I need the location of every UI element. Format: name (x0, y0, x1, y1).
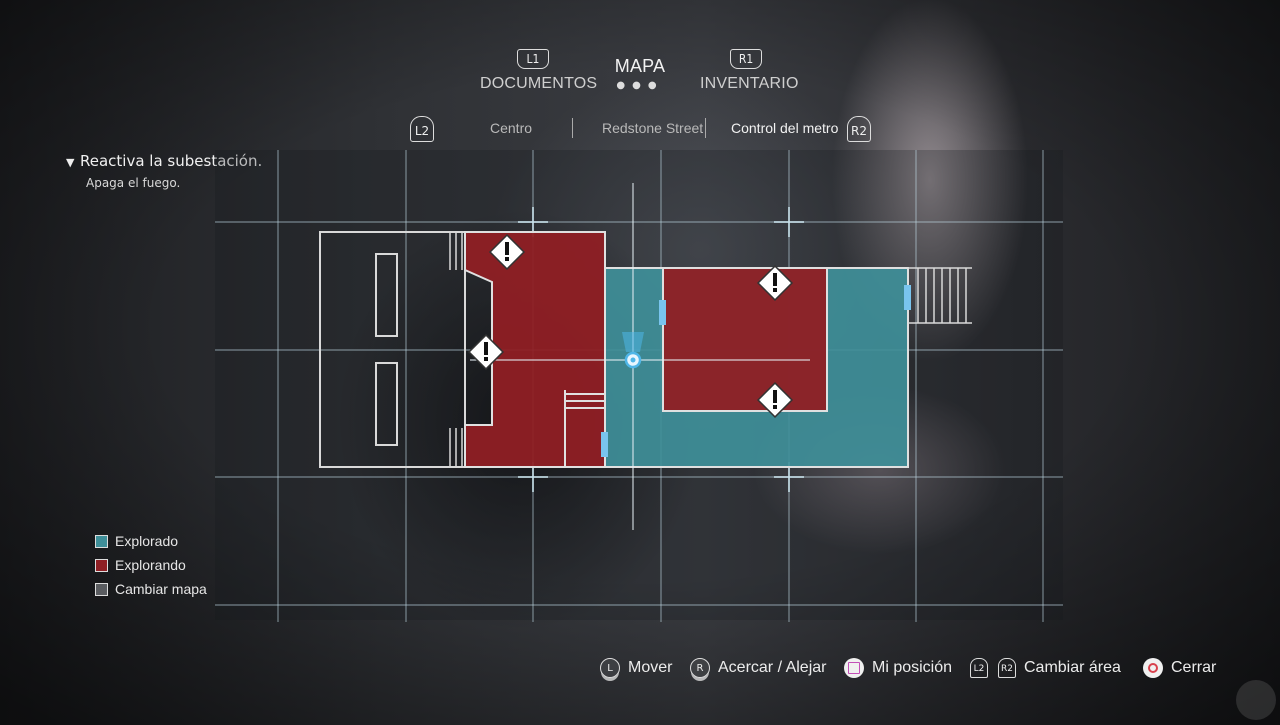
exclamation-diamond-icon[interactable] (467, 333, 505, 371)
control-hints: L Mover R Acercar / Alejar Mi posición L… (0, 656, 1280, 686)
legend-label: Explorando (115, 557, 186, 573)
legend-swatch (95, 534, 108, 548)
exclamation-diamond-icon[interactable] (488, 233, 526, 271)
legend-item: Cambiar mapa (95, 577, 207, 601)
tab-inventario-label: INVENTARIO (700, 75, 799, 92)
legend-item: Explorado (95, 529, 207, 553)
player-position-icon[interactable] (622, 332, 644, 369)
map-grid (215, 150, 1063, 622)
pillar (375, 362, 398, 446)
area-tab-control-del-metro[interactable]: Control del metro (731, 120, 839, 136)
exclamation-diamond-icon[interactable] (756, 264, 794, 302)
objective-title: Reactiva la subestación. (80, 152, 263, 170)
hint-close[interactable]: Cerrar (1143, 658, 1216, 678)
pillar (375, 253, 398, 337)
r1-button-icon: R1 (730, 49, 762, 69)
room-stairs (564, 390, 605, 467)
hint-mover[interactable]: L Mover (600, 658, 672, 678)
map-legend: Explorado Explorando Cambiar mapa (95, 529, 207, 601)
tab-mapa-label: MAPA (614, 56, 666, 76)
room-exploring-center (662, 267, 828, 412)
objective-panel: ▼ Reactiva la subestación. Apaga el fuego… (66, 152, 262, 190)
hint-zoom[interactable]: R Acercar / Alejar (690, 658, 826, 678)
legend-swatch (95, 582, 108, 596)
watermark-logo (1236, 680, 1276, 720)
legend-label: Cambiar mapa (115, 581, 207, 597)
tab-documentos[interactable]: L1 DOCUMENTOS (480, 48, 598, 93)
hint-my-position[interactable]: Mi posición (844, 658, 952, 678)
area-divider (705, 118, 706, 138)
hint-label: Cerrar (1171, 659, 1217, 676)
tab-documentos-label: DOCUMENTOS (480, 75, 598, 92)
area-divider (572, 118, 573, 138)
circle-button-icon (1143, 658, 1163, 678)
right-stick-icon: R (690, 658, 710, 678)
hint-label: Mi posición (872, 659, 953, 676)
top-navigation: L1 DOCUMENTOS MAPA ●●● R1 INVENTARIO (0, 48, 1280, 108)
stairs (449, 233, 463, 466)
objective-subtitle: Apaga el fuego. (86, 176, 181, 190)
chevron-down-icon: ▼ (66, 156, 75, 169)
r2-trigger-icon: R2 (998, 658, 1016, 678)
tab-inventario[interactable]: R1 INVENTARIO (700, 48, 799, 93)
area-tab-redstone-street[interactable]: Redstone Street (602, 120, 704, 136)
left-stick-icon: L (600, 658, 620, 678)
r2-trigger-icon[interactable]: R2 (847, 116, 871, 142)
legend-item: Explorando (95, 553, 207, 577)
legend-label: Explorado (115, 533, 179, 549)
legend-swatch (95, 558, 108, 572)
room-unexplored (319, 231, 466, 468)
area-tab-centro[interactable]: Centro (490, 120, 533, 136)
hint-label: Acercar / Alejar (718, 659, 827, 676)
tab-mapa[interactable]: MAPA ●●● (600, 54, 680, 91)
square-button-icon (844, 658, 864, 678)
area-tabs: L2 Centro Redstone Street Control del me… (0, 114, 1280, 144)
l1-button-icon: L1 (517, 49, 549, 69)
l2-trigger-icon: L2 (970, 658, 988, 678)
hint-label: Mover (628, 659, 673, 676)
hint-label: Cambiar área (1024, 659, 1121, 676)
doors (601, 285, 911, 457)
hint-change-area[interactable]: L2 R2 Cambiar área (970, 658, 1121, 678)
page-dots: ●●● (616, 80, 664, 91)
exclamation-diamond-icon[interactable] (756, 381, 794, 419)
right-stairs (908, 267, 972, 324)
l2-trigger-icon[interactable]: L2 (410, 116, 434, 142)
